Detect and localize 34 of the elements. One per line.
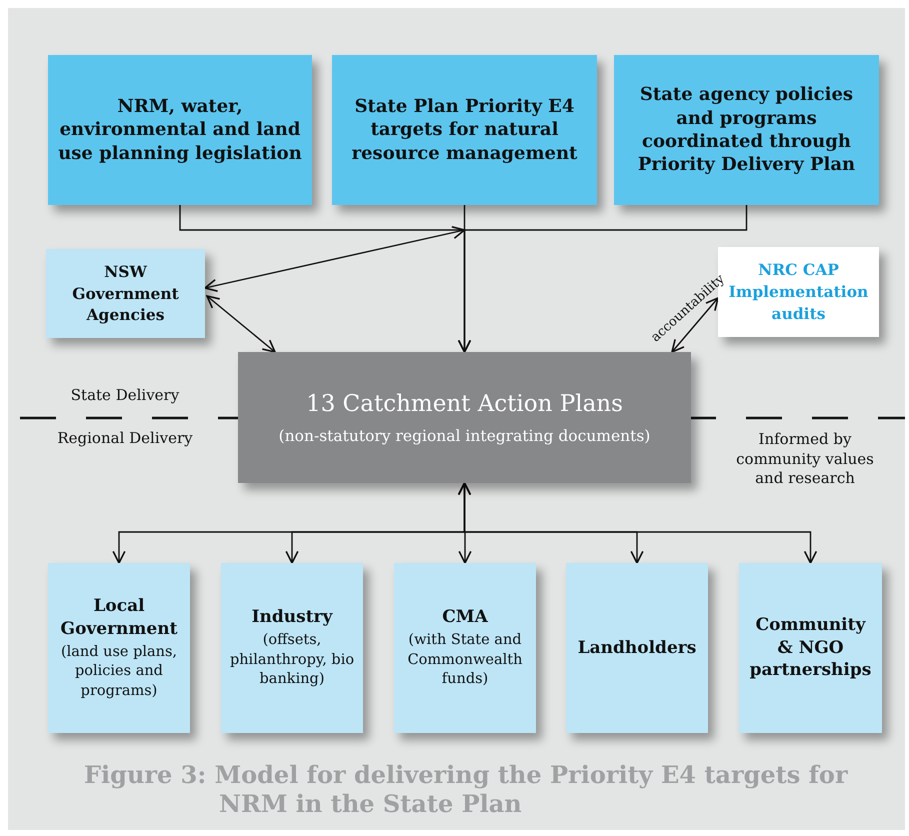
box-heading: Local Government: [60, 594, 178, 641]
arrow: [458, 482, 818, 564]
arrow: [206, 295, 276, 353]
arrow: [458, 205, 748, 353]
box-description: (non-statutory regional integrating documents): [278, 426, 650, 446]
box-heading: Industry: [252, 606, 332, 630]
process-box: [332, 55, 597, 205]
plan-box: [238, 352, 691, 483]
box-label: State Plan Priority E4 targets for natural resource management: [350, 94, 578, 166]
box-heading: CMA: [442, 606, 488, 630]
box-description: (with State and Commonwealth funds): [406, 631, 524, 690]
process-box: [614, 55, 879, 205]
box-label: NRM, water, environmental and land use planning legislation: [57, 94, 303, 166]
box-label: NSW Government Agencies: [71, 260, 180, 326]
box-label: Landholders: [578, 636, 696, 660]
box-label: State agency policies and programs coordinated through Priority Delivery Plan: [636, 83, 856, 177]
process-box: [48, 563, 190, 733]
process-box: [394, 563, 536, 733]
process-box: [46, 249, 205, 338]
region-label: State Delivery: [70, 386, 180, 406]
region-label: Regional Delivery: [56, 429, 194, 448]
region-label: Informed by community values and research: [735, 430, 875, 488]
process-box: [566, 563, 708, 733]
box-description: (land use plans, policies and programs): [60, 642, 178, 701]
process-box: [739, 563, 882, 733]
arrow: [671, 297, 719, 353]
box-heading: 13 Catchment Action Plans: [306, 390, 623, 419]
box-label: Community & NGO partnerships: [748, 614, 872, 682]
arrow: [204, 226, 466, 292]
figure-caption: Figure 3: Model for delivering the Priority E4 targets for NRM in the State Plan: [84, 760, 849, 818]
process-box: [48, 55, 312, 205]
box-description: (offsets, philanthropy, bio banking): [229, 631, 355, 690]
box-label: NRC CAP Implementation audits: [728, 259, 870, 325]
process-box: [221, 563, 363, 733]
